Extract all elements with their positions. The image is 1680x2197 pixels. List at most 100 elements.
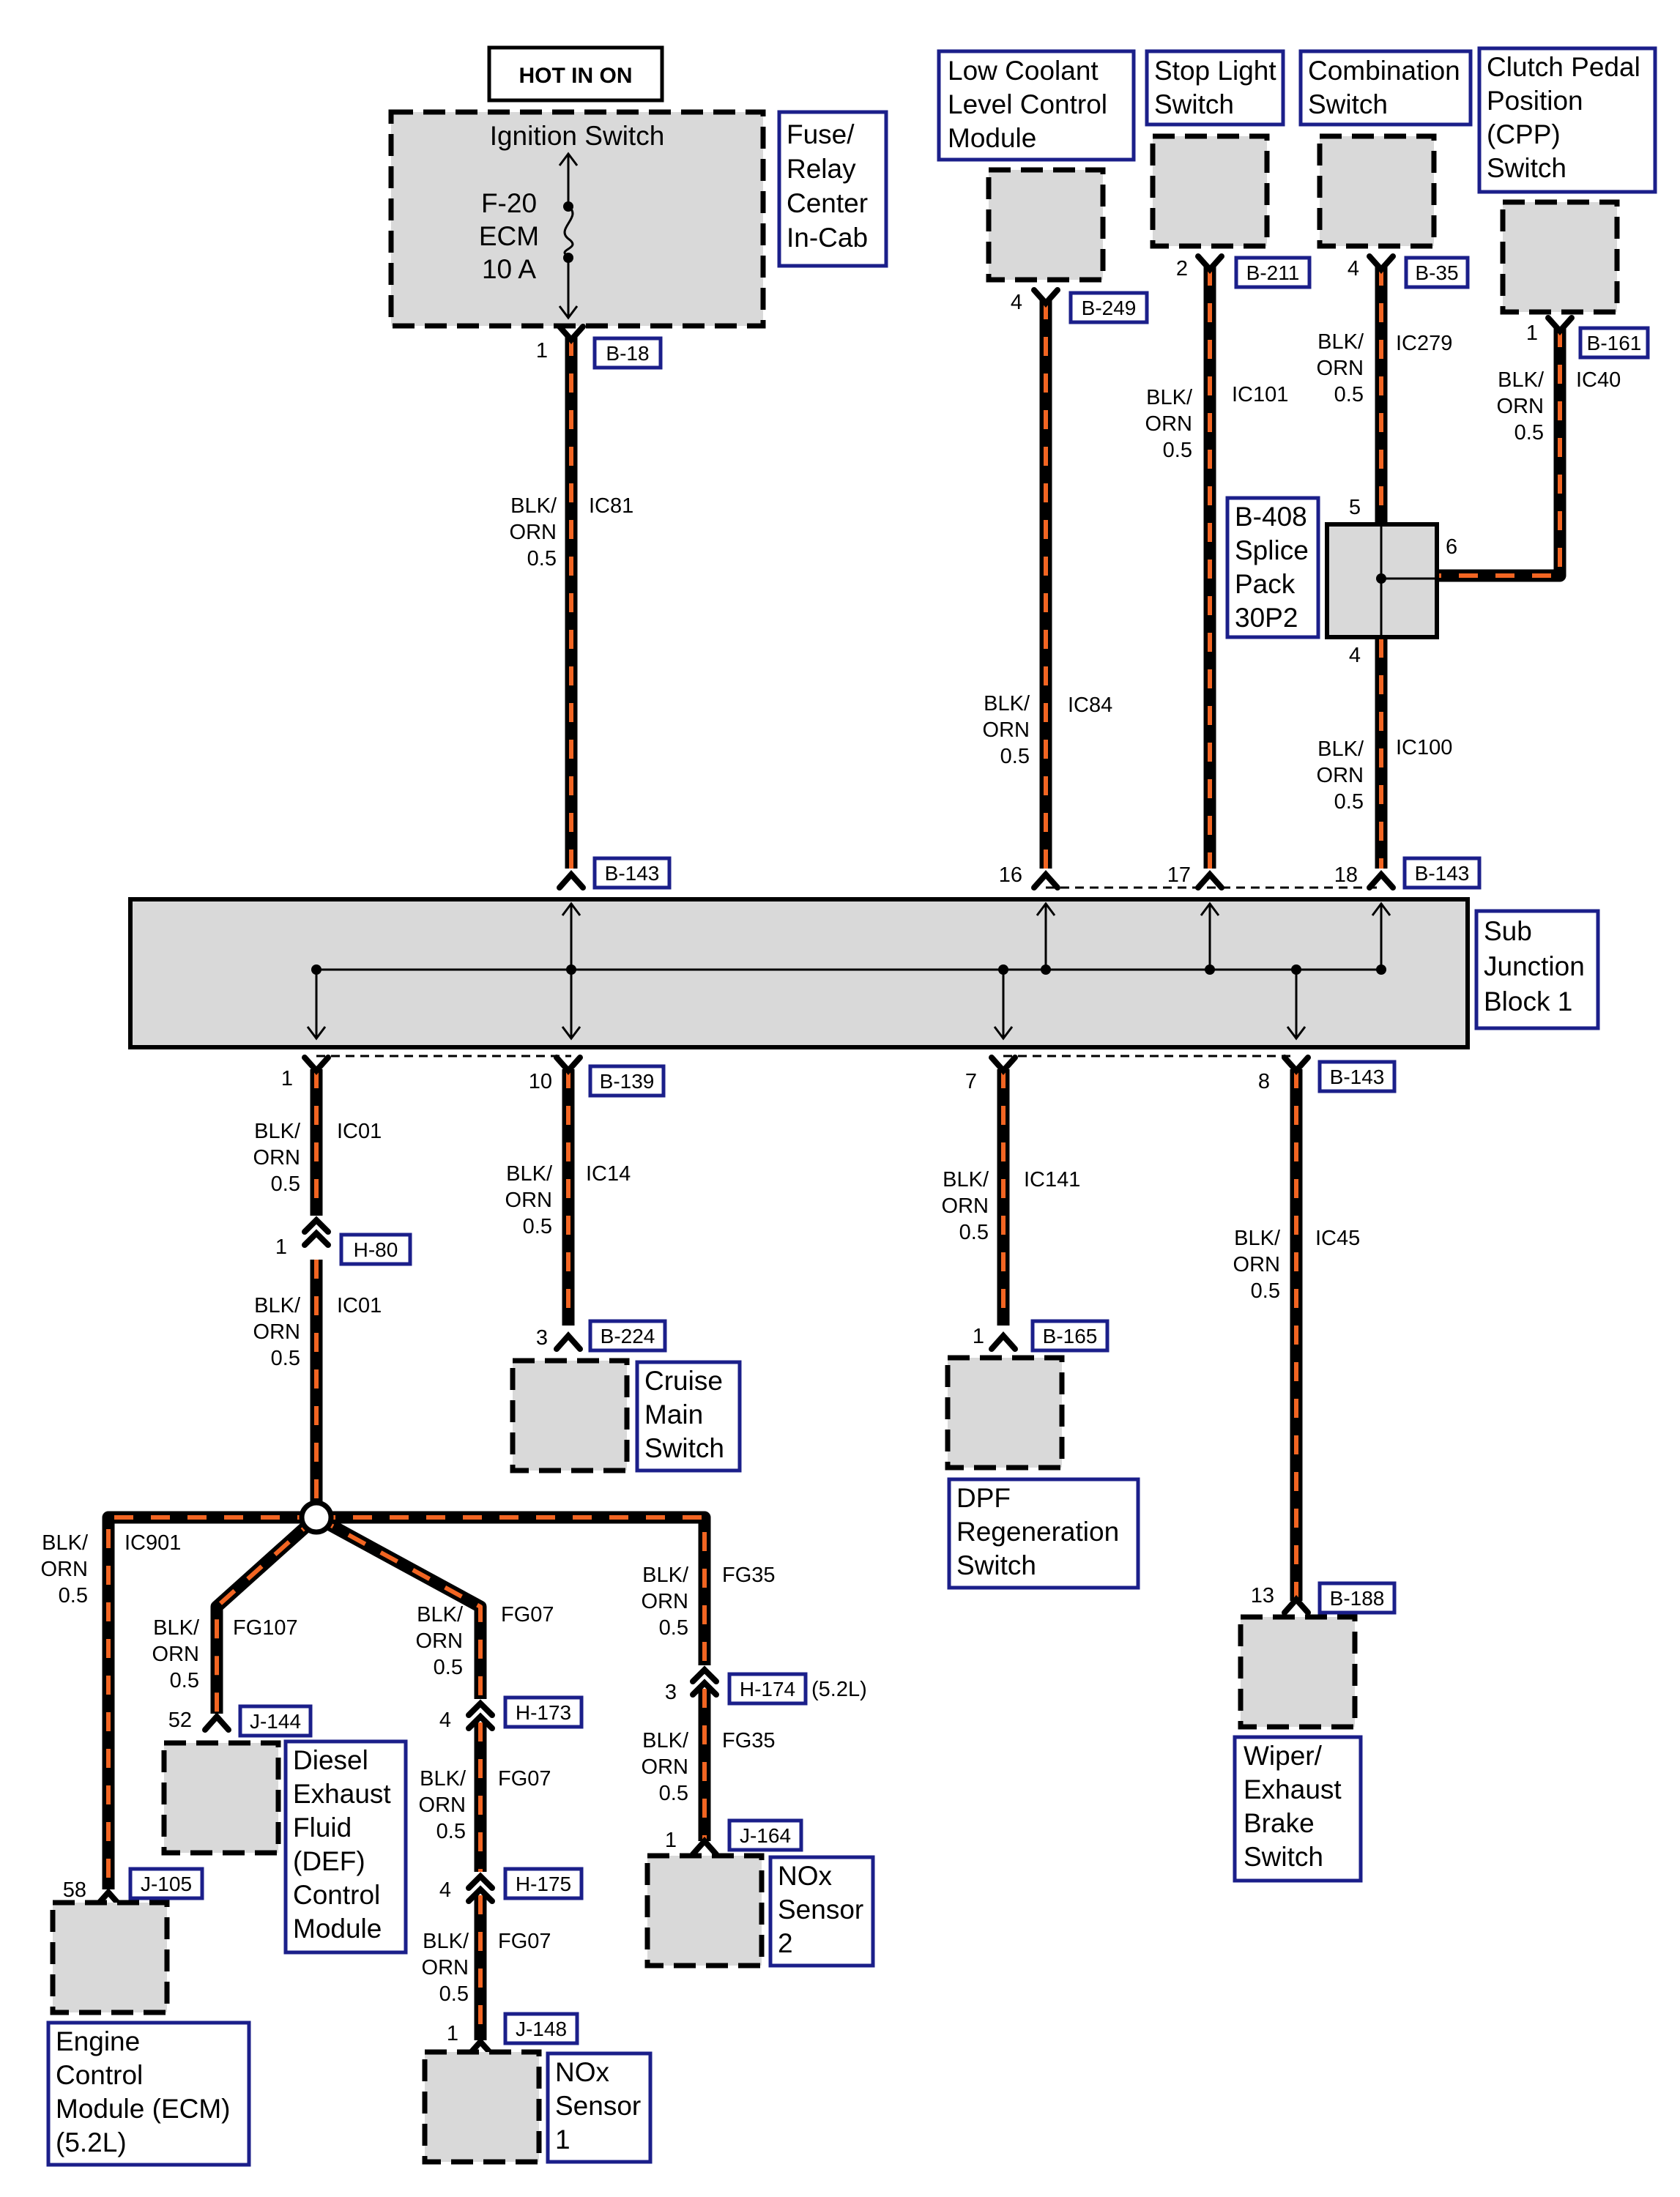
svg-text:0.5: 0.5 [436, 1820, 466, 1843]
fuse-line-3: 10 A [482, 254, 536, 284]
cpp-label-3: (CPP) [1487, 119, 1561, 149]
wire-fg107 [210, 1512, 321, 1714]
svg-text:ORN: ORN [1317, 357, 1364, 380]
tag-j148 [503, 2012, 579, 2045]
svg-text:ORN: ORN [416, 1629, 463, 1653]
svg-text:1: 1 [275, 1235, 287, 1259]
svg-text:1: 1 [665, 1829, 677, 1852]
nox1-label-1: NOx [555, 2057, 610, 2087]
wiper-label-4: Switch [1244, 1842, 1323, 1872]
svg-text:8: 8 [1258, 1070, 1270, 1093]
svg-text:4: 4 [439, 1878, 451, 1902]
fuse-symbol [558, 152, 579, 320]
svg-text:0.5: 0.5 [59, 1584, 88, 1607]
tag-h174 [727, 1672, 808, 1706]
svg-text:B-224: B-224 [601, 1325, 655, 1347]
splice-label-1: B-408 [1235, 502, 1307, 532]
def-label-3: Fluid [293, 1813, 352, 1843]
dpf-label-3: Switch [956, 1550, 1036, 1580]
svg-text:18: 18 [1334, 863, 1358, 887]
svg-text:B-35: B-35 [1415, 261, 1458, 284]
svg-text:B-143: B-143 [1330, 1066, 1385, 1088]
dpf-label-2: Regeneration [956, 1517, 1119, 1547]
wiper-label-3: Brake [1244, 1808, 1315, 1838]
connector-tags: B-18 B-249 B-211 B-35 B-161 B-143 B-143 … [128, 256, 1650, 2045]
svg-text:BLK/: BLK/ [153, 1616, 200, 1640]
svg-text:0.5: 0.5 [1000, 745, 1030, 768]
stop-light-label-box [1145, 49, 1285, 127]
ecm-label-box [46, 2021, 251, 2167]
tag-j164 [727, 1818, 803, 1852]
svg-text:1: 1 [281, 1067, 293, 1090]
nox1-label-box [546, 2051, 653, 2164]
svg-text:J-144: J-144 [250, 1710, 301, 1733]
svg-text:B-165: B-165 [1043, 1325, 1098, 1347]
circuit-fg35-lower: FG35 [722, 1729, 776, 1752]
svg-text:ORN: ORN [1145, 412, 1192, 436]
engine-control-module [50, 1900, 170, 2015]
cpp-label-2: Position [1487, 86, 1583, 116]
tag-b249 [1068, 291, 1149, 324]
splice-label-2: Splice [1235, 535, 1309, 565]
circuit-ic100: IC100 [1396, 736, 1452, 759]
dpf-regeneration-switch [945, 1355, 1065, 1471]
svg-text:ORN: ORN [942, 1194, 989, 1218]
combination-label-1: Combination [1308, 56, 1460, 86]
svg-text:BLK/: BLK/ [420, 1767, 467, 1791]
wiper-exhaust-brake-switch [1238, 1614, 1358, 1730]
spec-ic14: BLK/ ORN 0.5 IC14 [505, 1162, 631, 1238]
fuse-line-1: F-20 [481, 188, 537, 218]
svg-text:BLK/: BLK/ [417, 1603, 464, 1627]
wiper-label-box [1233, 1735, 1363, 1883]
def-label-1: Diesel [293, 1745, 368, 1775]
tag-b143-top-right [1402, 856, 1482, 890]
spec-ic40: BLK/ ORN 0.5 IC40 [1497, 368, 1621, 445]
svg-text:0.5: 0.5 [523, 1215, 552, 1238]
ecm-label-3: Module (ECM) [56, 2094, 231, 2124]
fuse-relay-label-4: In-Cab [787, 223, 868, 253]
circuit-ic01-upper: IC01 [337, 1120, 382, 1143]
combination-label-box [1298, 49, 1473, 127]
svg-text:BLK/: BLK/ [1146, 386, 1193, 409]
svg-text:ORN: ORN [983, 718, 1030, 742]
svg-text:B-143: B-143 [605, 862, 660, 885]
svg-text:H-174: H-174 [740, 1678, 795, 1700]
svg-text:ORN: ORN [642, 1755, 688, 1779]
spec-fg107: BLK/ ORN 0.5 FG107 [152, 1616, 298, 1692]
def-label-4: (DEF) [293, 1846, 365, 1876]
spec-ic45: BLK/ ORN 0.5 IC45 [1233, 1227, 1361, 1303]
sub-junction-block [128, 897, 1470, 1049]
ignition-switch-title: Ignition Switch [490, 121, 665, 151]
svg-text:0.5: 0.5 [434, 1656, 463, 1679]
combination-switch [1317, 133, 1437, 249]
svg-text:B-188: B-188 [1330, 1587, 1385, 1610]
spec-ic101: BLK/ ORN 0.5 IC101 [1145, 383, 1289, 462]
connector-glyphs [94, 253, 1575, 2058]
svg-text:J-148: J-148 [516, 2018, 567, 2040]
def-label-box [283, 1739, 408, 1955]
svg-text:13: 13 [1251, 1584, 1274, 1607]
svg-text:6: 6 [1446, 535, 1457, 559]
svg-text:BLK/: BLK/ [42, 1531, 89, 1555]
svg-text:0.5: 0.5 [271, 1347, 300, 1370]
splice-point [299, 1500, 334, 1535]
nox2-label-box [768, 1855, 875, 1968]
cpp-label-1: Clutch Pedal [1487, 52, 1640, 82]
svg-text:B-18: B-18 [606, 342, 649, 365]
pin-numbers: 1 4 2 4 1 5 6 4 16 17 18 1 10 7 8 1 3 1 … [63, 257, 1538, 2045]
tag-b211 [1234, 256, 1312, 289]
tag-b165 [1030, 1319, 1110, 1353]
spec-ic81: BLK/ ORN 0.5 IC81 [510, 494, 634, 570]
circuit-fg35-upper: FG35 [722, 1564, 776, 1587]
cruise-label-2: Main [644, 1399, 703, 1430]
svg-text:ORN: ORN [642, 1590, 688, 1613]
svg-text:2: 2 [1176, 257, 1188, 280]
svg-text:58: 58 [63, 1878, 86, 1902]
junction-label-2: Junction [1484, 951, 1585, 981]
tag-b143-top-left [592, 856, 672, 890]
ecm-label-1: Engine [56, 2026, 140, 2056]
low-coolant-label-2: Level Control [948, 89, 1107, 119]
tag-h80 [339, 1233, 412, 1266]
cruise-label-box [635, 1360, 742, 1473]
cruise-main-switch [510, 1358, 630, 1473]
